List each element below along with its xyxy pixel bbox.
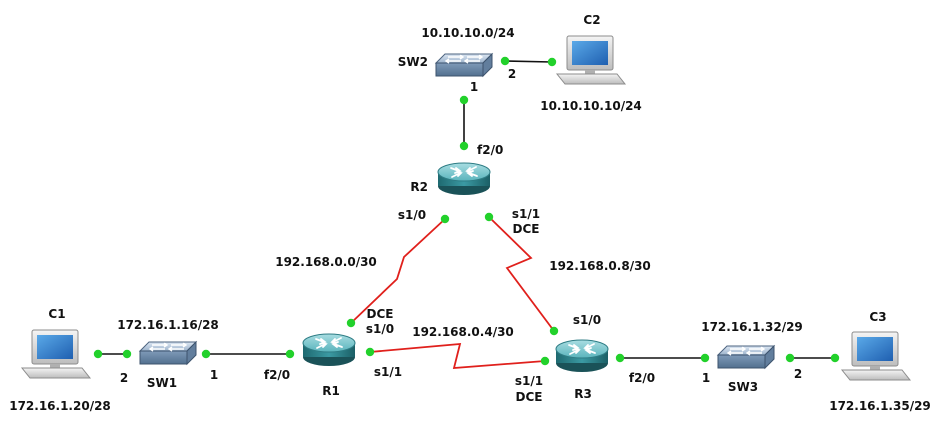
router-icon	[302, 333, 356, 367]
device-label-r1: R1	[322, 384, 340, 398]
port-dot	[547, 57, 557, 67]
port-dot	[201, 349, 211, 359]
switch-icon	[435, 53, 493, 77]
port-label: 1	[702, 371, 710, 385]
port-label: s1/0	[398, 208, 426, 222]
device-label-r2: R2	[410, 180, 428, 194]
router-icon	[437, 162, 491, 196]
network-label-sw2-lan: 10.10.10.0/24	[421, 26, 514, 40]
port-dot	[500, 56, 510, 66]
port-label: 1	[470, 80, 478, 94]
port-dot	[459, 95, 469, 105]
device-label-c2: C2	[583, 13, 600, 27]
port-labels: 1 2 f2/0 s1/0 s1/1 DCE DCE s1/0 s1/1 f2/…	[120, 67, 802, 404]
switch-icon	[717, 345, 775, 369]
device-c1[interactable]: C1	[21, 307, 91, 379]
serial-link-r1-r2	[350, 218, 446, 324]
network-label-r1-r3: 192.168.0.4/30	[412, 325, 514, 339]
port-dot	[440, 214, 450, 224]
port-label: 1	[210, 368, 218, 382]
computer-icon	[21, 329, 91, 379]
port-dots	[93, 56, 840, 366]
port-label: f2/0	[477, 143, 503, 157]
serial-link-r1-r3	[369, 342, 546, 369]
computer-icon	[556, 35, 626, 85]
port-dot	[459, 141, 469, 151]
device-label-r3: R3	[574, 387, 592, 401]
port-dot	[93, 349, 103, 359]
port-dot	[700, 353, 710, 363]
ip-label-c3: 172.16.1.35/29	[829, 399, 931, 413]
switch-icon	[139, 341, 197, 365]
ip-label-c2: 10.10.10.10/24	[540, 99, 642, 113]
port-label: DCE	[513, 222, 540, 236]
port-label: s1/1	[515, 374, 543, 388]
network-label-sw3-lan: 172.16.1.32/29	[701, 320, 803, 334]
network-labels: 10.10.10.0/24 10.10.10.10/24 172.16.1.16…	[9, 26, 931, 413]
device-label-c1: C1	[48, 307, 65, 321]
port-label: DCE	[516, 390, 543, 404]
port-dot	[540, 356, 550, 366]
device-label-sw1: SW1	[147, 376, 177, 390]
network-label-r2-r3: 192.168.0.8/30	[549, 259, 651, 273]
device-c3[interactable]: C3	[841, 310, 911, 381]
device-label-sw2: SW2	[398, 55, 428, 69]
port-dot	[285, 349, 295, 359]
router-icon	[555, 339, 609, 373]
port-dot	[785, 353, 795, 363]
device-c2[interactable]: C2	[556, 13, 626, 85]
link-sw2-c2	[504, 60, 553, 63]
port-dot	[122, 349, 132, 359]
port-label: 2	[120, 371, 128, 385]
links	[98, 60, 835, 369]
port-dot	[549, 326, 559, 336]
device-r2[interactable]: R2	[410, 162, 491, 196]
port-label: f2/0	[629, 371, 655, 385]
device-sw2[interactable]: SW2	[398, 53, 493, 77]
device-r1[interactable]: R1	[302, 333, 356, 398]
port-label: s1/0	[573, 313, 601, 327]
device-label-c3: C3	[869, 310, 886, 324]
port-label: 2	[508, 67, 516, 81]
ip-label-c1: 172.16.1.20/28	[9, 399, 111, 413]
network-label-sw1-lan: 172.16.1.16/28	[117, 318, 219, 332]
port-dot	[615, 353, 625, 363]
port-label: s1/1	[374, 365, 402, 379]
device-r3[interactable]: R3	[555, 339, 609, 401]
device-sw1[interactable]: SW1	[139, 341, 197, 390]
device-label-sw3: SW3	[728, 380, 758, 394]
computer-icon	[841, 331, 911, 381]
device-sw3[interactable]: SW3	[717, 345, 775, 394]
port-dot	[830, 353, 840, 363]
port-dot	[346, 318, 356, 328]
network-label-r1-r2: 192.168.0.0/30	[275, 255, 377, 269]
serial-link-r2-r3	[488, 216, 555, 332]
port-label: f2/0	[264, 368, 290, 382]
port-label: DCE	[367, 307, 394, 321]
port-dot	[484, 212, 494, 222]
port-label: s1/1	[512, 207, 540, 221]
port-label: 2	[794, 367, 802, 381]
port-dot	[365, 347, 375, 357]
port-label: s1/0	[366, 322, 394, 336]
